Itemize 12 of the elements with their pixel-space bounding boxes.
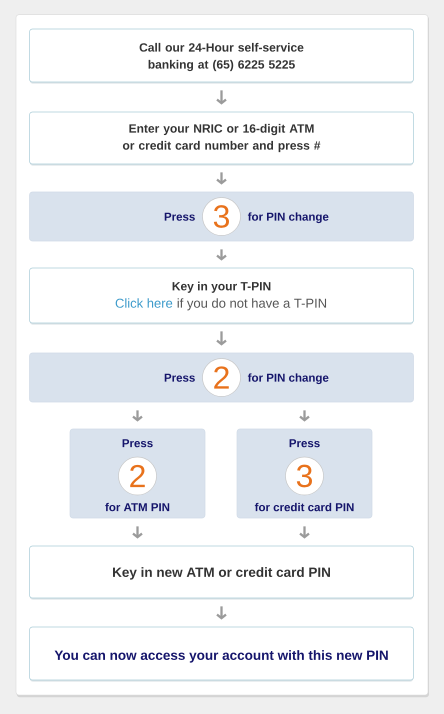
process-box: Call our 24-Hour self-service banking at (65) 6225 5225 <box>29 28 414 84</box>
arrow <box>216 331 227 346</box>
arrow <box>132 526 143 539</box>
process-box: Enter your NRIC or 16-digit ATM or credit card number and press # <box>29 112 414 166</box>
process-box: Key in your T-PIN Click here if you do not have a T-PIN <box>29 268 414 325</box>
link: Click here <box>116 298 172 308</box>
process-box: You can now access your account with this new PIN <box>29 626 414 682</box>
process-box: Key in new ATM or credit card PIN <box>29 546 414 600</box>
arrow <box>216 172 227 185</box>
arrow <box>216 90 227 105</box>
arrow <box>216 606 227 620</box>
arrow <box>299 526 310 539</box>
